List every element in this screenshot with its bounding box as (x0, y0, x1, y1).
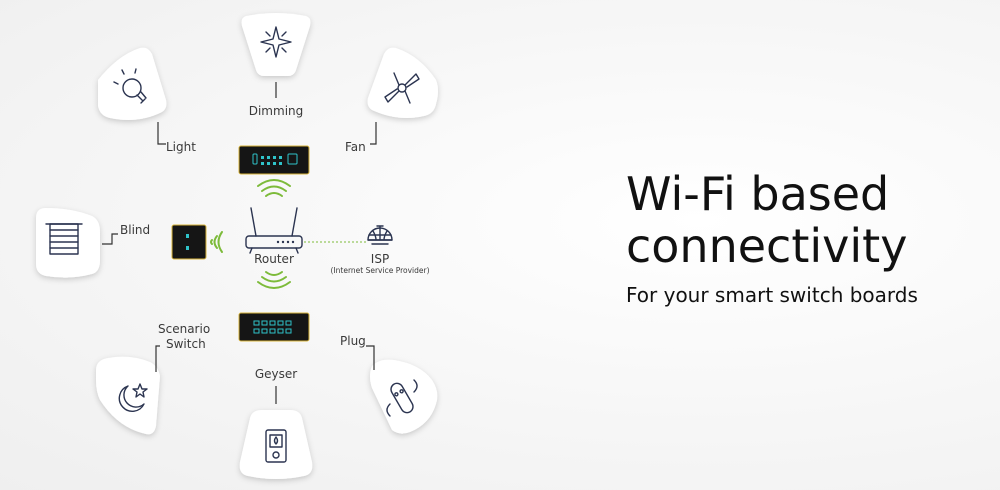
fan-connector (370, 122, 377, 145)
scenario-card (96, 356, 160, 435)
dimming-label: Dimming (249, 104, 304, 118)
hero-title-line2: connectivity (626, 219, 908, 273)
blind-card (36, 208, 100, 278)
blind-icon (45, 223, 83, 255)
plug-connector (366, 345, 375, 370)
scenario-connector (155, 345, 160, 372)
light-connector (157, 122, 166, 145)
fan-card (367, 47, 438, 118)
geyser-icon (265, 429, 287, 463)
light-card (98, 47, 167, 120)
top-switch-panel (238, 145, 310, 175)
isp-full-label: (Internet Service Provider) (331, 266, 430, 275)
plug-icon (386, 379, 418, 417)
blind-label: Blind (120, 223, 150, 237)
geyser-card (239, 410, 313, 479)
bottom-switch-panel (238, 312, 310, 342)
fan-icon (384, 72, 420, 104)
connectivity-diagram: Dimming Light Fan Blind Scenario Switch … (36, 13, 438, 479)
router-icon (245, 207, 303, 254)
scenario-moon-star-icon (118, 383, 148, 412)
light-bulb-icon (113, 68, 147, 104)
plug-card (370, 359, 438, 434)
dimming-sparkle-icon (260, 26, 292, 58)
globe-icon (367, 225, 393, 245)
fan-label: Fan (345, 140, 366, 154)
hero-subtitle: For your smart switch boards (626, 283, 918, 307)
scenario-label-line2: Switch (166, 337, 206, 351)
wifi-icon (210, 179, 291, 289)
dimming-card (241, 13, 311, 76)
router-label: Router (254, 252, 294, 266)
hero-title-line1: Wi-Fi based (626, 167, 890, 221)
hero-text: Wi-Fi based connectivity For your smart … (626, 168, 918, 308)
light-label: Light (166, 140, 196, 154)
isp-label: ISP (371, 252, 389, 266)
geyser-label: Geyser (255, 367, 297, 381)
scenario-label-line1: Scenario (158, 322, 210, 336)
plug-label: Plug (340, 334, 366, 348)
blind-connector (102, 233, 118, 245)
left-switch-panel (171, 224, 207, 260)
